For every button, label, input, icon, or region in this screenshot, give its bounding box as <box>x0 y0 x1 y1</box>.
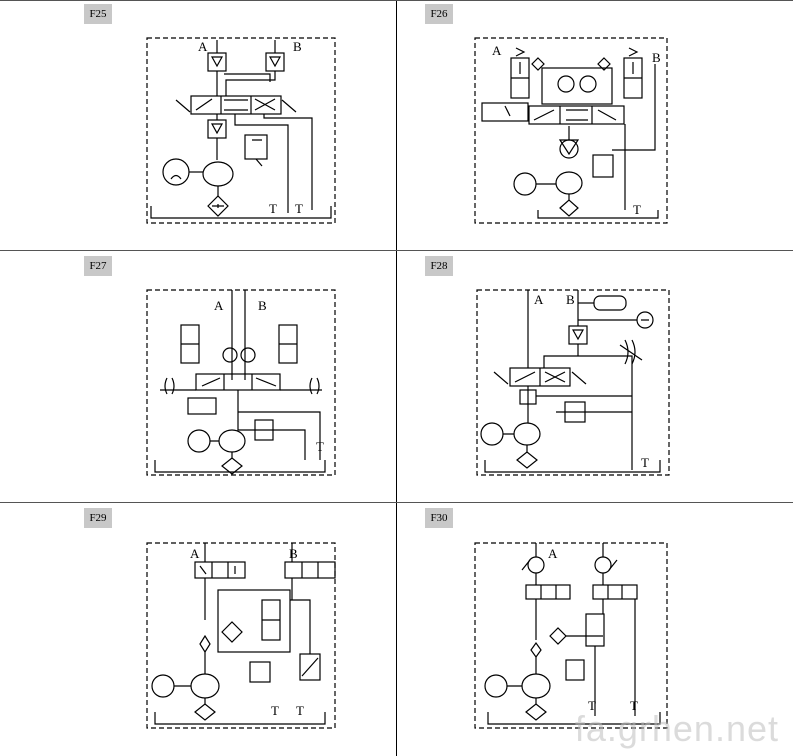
panel-tag-f28: F28 <box>425 256 453 276</box>
schematic-f28 <box>476 289 670 476</box>
f30-solenoid-valve-b <box>592 584 638 600</box>
f30-label-a: A <box>548 546 558 561</box>
f28-label-t1: T <box>641 455 649 470</box>
f27-label-a: A <box>214 298 224 313</box>
f25-check-valve-b <box>265 52 285 72</box>
f27-filter <box>221 457 243 475</box>
f28-frame <box>476 289 670 476</box>
f26-label-t1: T <box>633 202 641 217</box>
f25-pump <box>202 161 234 187</box>
f29-relief-valve <box>249 661 271 683</box>
f29-filter-mid <box>221 621 243 643</box>
f30-solenoid-valve-a <box>525 584 571 600</box>
row-rule-2 <box>0 250 793 251</box>
f29-filter <box>194 703 216 721</box>
f29-solenoid-valve-b <box>284 561 336 579</box>
f27-label-t1: T <box>316 439 324 454</box>
f30-label-t1: T <box>588 698 596 713</box>
panel-tag-f27: F27 <box>84 256 112 276</box>
center-divider <box>396 0 397 756</box>
f26-motor <box>513 172 537 196</box>
f30-check-a <box>527 556 545 574</box>
panel-tag-f26: F26 <box>425 4 453 24</box>
f28-label-b: B <box>566 292 575 307</box>
f30-label-t2: T <box>630 698 638 713</box>
f29-label-t1: T <box>271 703 279 718</box>
f26-frame <box>474 37 668 224</box>
schematic-f29 <box>146 542 336 729</box>
f28-motor <box>480 422 504 446</box>
f28-check-valve <box>568 325 588 345</box>
f25-label-t2: T <box>295 201 303 216</box>
f26-label-b: B <box>652 50 661 65</box>
panel-tag-f29: F29 <box>84 508 112 528</box>
f25-frame <box>146 37 336 224</box>
schematic-f26 <box>474 37 668 224</box>
f25-directional-valve <box>190 95 282 115</box>
f30-check-b <box>594 556 612 574</box>
f30-motor <box>484 674 508 698</box>
f25-check-valve-a <box>207 52 227 72</box>
f29-solenoid-valve-a <box>194 561 246 579</box>
f30-frame <box>474 542 668 729</box>
watermark: fa.grhen.net <box>574 708 779 749</box>
f29-frame <box>146 542 336 729</box>
f26-pump <box>555 171 583 195</box>
row-rule-3 <box>0 502 793 503</box>
f30-relief-valve <box>565 659 585 681</box>
f26-pressure-switch <box>481 102 529 122</box>
f27-pump <box>218 429 246 453</box>
f25-motor <box>162 158 190 186</box>
f25-relief-valve <box>244 134 268 160</box>
f26-relief-valve <box>592 154 614 178</box>
f25-label-a: A <box>198 39 208 54</box>
schematic-f30 <box>474 542 668 729</box>
f29-motor <box>151 674 175 698</box>
f30-filter <box>525 703 547 721</box>
f25-label-t1: T <box>269 201 277 216</box>
f30-pilot-valve <box>585 613 605 647</box>
f25-label-b: B <box>293 39 302 54</box>
panel-tag-f25: F25 <box>84 4 112 24</box>
f29-label-a: A <box>190 546 200 561</box>
f27-label-b: B <box>258 298 267 313</box>
f26-pilot-check-block <box>541 67 613 105</box>
f28-filter <box>516 451 538 469</box>
f25-check-valve-p <box>207 119 227 139</box>
schematic-f25 <box>146 37 336 224</box>
f27-pressure-switch <box>187 397 217 415</box>
f28-accumulator <box>593 295 627 311</box>
f27-frame <box>146 289 336 476</box>
row-rule-1 <box>0 0 793 1</box>
schematic-f27 <box>146 289 336 476</box>
panel-tag-f30: F30 <box>425 508 453 528</box>
f30-pump <box>521 673 551 699</box>
f28-pump <box>513 422 541 446</box>
f26-directional-valve <box>528 105 625 125</box>
f27-motor <box>187 429 211 453</box>
f25-filter <box>207 195 229 217</box>
f30-filter-mid <box>549 627 567 645</box>
f29-pump <box>190 673 220 699</box>
f29-label-t2: T <box>296 703 304 718</box>
f29-subplate <box>217 589 291 653</box>
f26-filter <box>559 199 579 217</box>
f29-label-b: B <box>289 546 298 561</box>
f28-label-a: A <box>534 292 544 307</box>
f26-label-a: A <box>492 43 502 58</box>
